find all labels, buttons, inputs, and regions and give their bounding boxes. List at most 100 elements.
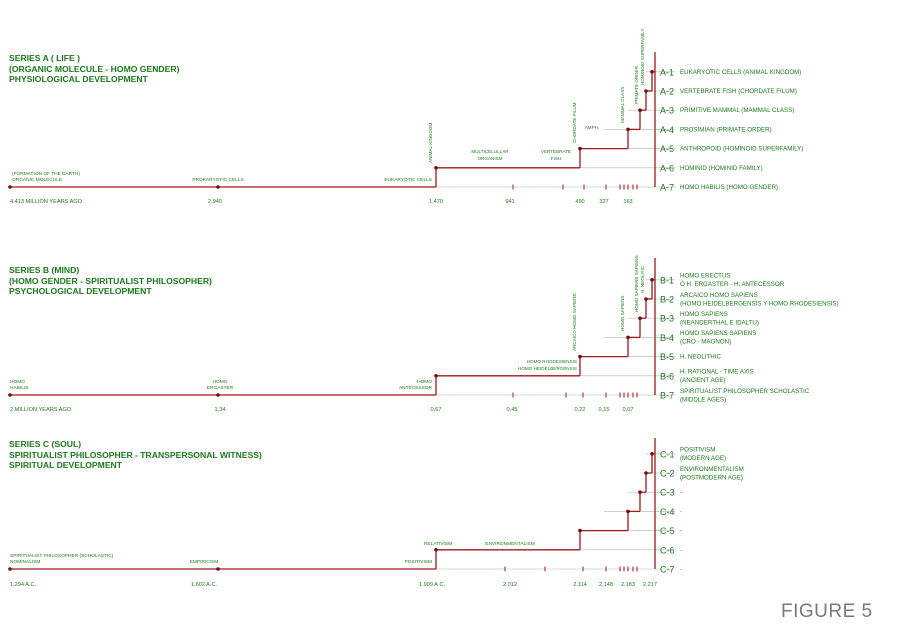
series-c-stage-code: C-7 xyxy=(660,565,675,575)
series-a-subtitle: (ORGANIC MOLECULE - HOMO GENDER) xyxy=(9,63,180,74)
series-b-stage-desc: HOMO SAPIENS SAPIENS xyxy=(680,330,756,337)
series-b-stage-desc: ARCAICO HOMO SAPIENS xyxy=(680,292,758,299)
series-b-annotation: ERGASTER xyxy=(207,385,234,391)
series-b-stage-code: B-1 xyxy=(660,275,674,285)
series-b-step-dot xyxy=(650,278,654,282)
series-a-annotation: MAMMAL CLASS xyxy=(620,87,625,123)
series-c-stage-desc: - xyxy=(680,566,682,573)
series-a-step-dot xyxy=(626,127,630,132)
series-c-stage-desc: (MODERN AGE) xyxy=(680,455,726,462)
series-b-stage-desc: SPIRITUALIST PHILOSOPHER SCHOLASTIC xyxy=(680,388,810,395)
series-b-annotation: HABILIS xyxy=(10,385,28,391)
series-a-development: PHYSIOLOGICAL DEVELOPMENT xyxy=(9,74,148,85)
series-b-stage-code: B-2 xyxy=(660,295,674,305)
series-c-stage-desc: (POSTMODERN AGE) xyxy=(680,474,743,481)
series-c-axis-label: 1.909 A.C. xyxy=(419,582,446,588)
series-a-stage-desc: HOMO HABILIS (HOMO GENDER) xyxy=(680,184,778,191)
series-b-stage-code: B-6 xyxy=(660,371,674,381)
series-a-axis-label: 163 xyxy=(623,199,632,205)
series-b-axis-label: 0,45 xyxy=(507,407,518,413)
series-b-stage-desc: HOMO SAPIENS xyxy=(680,311,728,318)
series-b-origin-dot xyxy=(8,393,12,397)
series-b-step-dot xyxy=(578,354,582,359)
series-b-step-dot xyxy=(644,297,648,301)
series-c-stage-code: C-3 xyxy=(660,488,675,498)
series-a-annotation: HOMINOID SUPERFAMILY xyxy=(640,28,645,85)
series-a-step-dot xyxy=(578,146,582,151)
series-c-stage-code: C-1 xyxy=(660,449,675,459)
series-a-stage-desc: ANTHROPOID (HOMINOID SUPERFAMILY) xyxy=(680,146,803,153)
series-c-step-dot xyxy=(434,548,438,552)
series-b-annotation: HOMO HEIDELBERGENSIS xyxy=(518,366,577,371)
series-a-axis-label: 4.413 MILLION YEARS AGO xyxy=(10,199,83,205)
series-c-origin-dot xyxy=(8,567,12,571)
series-c-dot xyxy=(216,567,220,571)
series-b-annotation: HOMO SAPIENS xyxy=(620,296,625,331)
series-b-annotation: ANTECESSOR xyxy=(399,385,433,391)
series-b-annotation: ARCAICO HOMO SAPIENS xyxy=(572,293,577,351)
series-a-stage-desc: VERTEBRATE FISH (CHORDATE FILUM) xyxy=(680,88,797,95)
series-c-development: SPIRITUAL DEVELOPMENT xyxy=(9,460,123,471)
figure-label: FIGURE 5 xyxy=(781,601,873,622)
series-b-stage-code: B-3 xyxy=(660,314,674,324)
series-a-origin-dot xyxy=(8,185,12,189)
series-b-axis-label: 0,67 xyxy=(431,407,442,413)
series-c-title: SERIES C (SOUL) xyxy=(9,439,82,449)
series-a-annotation: AMPH. xyxy=(585,125,600,130)
series-c-axis-label: 2.148 xyxy=(599,582,613,588)
series-b-stage-code: B-5 xyxy=(660,352,674,362)
series-c-step-dot xyxy=(650,452,654,456)
series-a-title: SERIES A ( LIFE ) xyxy=(9,53,80,63)
series-b-stage-desc: HOMO ERECTUS xyxy=(680,273,731,280)
series-b-stage-desc: H. RATIONAL - TIME AXIS xyxy=(680,369,754,376)
series-c-annotation: SPIRITUALIST PHILOSOPHER (SCHOLASTIC) xyxy=(10,553,114,559)
series-a-stage-desc: EUKARYOTIC CELLS (ANIMAL KINGDOM) xyxy=(680,69,801,76)
series-b-annotation: HOMO xyxy=(417,379,432,385)
series-a-step-dot xyxy=(434,166,438,170)
series-a-dot xyxy=(216,185,220,189)
series-b-stage-code: B-4 xyxy=(660,333,674,343)
series-c-annotation: NOMINALISM xyxy=(10,559,40,565)
series-a-annotation: FISH xyxy=(551,156,561,161)
series-a-stage-desc: PRIMITIVE MAMMAL (MAMMAL CLASS) xyxy=(680,107,794,114)
series-c-stage-desc: - xyxy=(680,508,682,515)
series-c-axis-label: 1.602 A.C. xyxy=(191,582,218,588)
series-c-annotation: RELATIVISM xyxy=(424,541,452,547)
series-c-stage-desc: - xyxy=(680,547,682,554)
series-c-axis-label: 2.114 xyxy=(573,582,587,588)
series-b-stage-desc: Ó H. ERGASTER - H. ANTECESSOR xyxy=(680,281,785,288)
series-b-subtitle: (HOMO GENDER - SPIRITUALIST PHILOSOPHER) xyxy=(9,275,212,286)
series-b-axis-label: 0,07 xyxy=(623,407,634,413)
series-a-annotation: CHORDATE FILUM xyxy=(572,102,577,143)
series-a-stage-desc: HOMINID (HOMINID FAMILY) xyxy=(680,165,763,172)
series-b-stage-desc: (MIDDLE AGES) xyxy=(680,396,726,403)
series-a-annotation: (FORMATION OF THE EARTH) xyxy=(12,171,80,177)
series-c-axis-label: 2.217 xyxy=(643,582,657,588)
series-b-header: SERIES B (MIND) (HOMO GENDER - SPIRITUAL… xyxy=(9,265,212,297)
series-a-annotation: VERTEBRATE xyxy=(541,149,571,154)
series-a-stage-code: A-6 xyxy=(660,163,674,173)
series-c-annotation: ENVIRONMENTALISM xyxy=(485,541,534,547)
series-c-step-dot xyxy=(578,528,582,533)
series-c-step-dot xyxy=(626,509,630,514)
series-b-stage-desc: (NEANDERTHAL E IDALTU) xyxy=(680,319,759,326)
series-c-stage-code: C-5 xyxy=(660,526,675,536)
series-c-stage-code: C-2 xyxy=(660,469,675,479)
series-c-axis-label: 2.183 xyxy=(621,582,635,588)
series-a-axis-label: 941 xyxy=(505,199,514,205)
series-a-stage-code: A-3 xyxy=(660,106,674,116)
series-c-stage-code: C-4 xyxy=(660,507,675,517)
series-b-annotation: HOMO RHODESIENSIS xyxy=(527,359,577,364)
series-b-dot xyxy=(216,393,220,397)
series-a-annotation: ORGANISM xyxy=(477,156,502,161)
series-b-development: PSYCHOLOGICAL DEVELOPMENT xyxy=(9,286,152,297)
series-c-annotation: POSITIVISM xyxy=(405,559,432,565)
series-a-annotation: ANIMAL KINGDOM xyxy=(428,123,433,163)
series-a-stage-code: A-5 xyxy=(660,144,674,154)
series-c-stage-desc: ENVIRONMENTALISM xyxy=(680,466,744,473)
series-c-axis-label: 1.294 A.C. xyxy=(10,582,37,588)
series-a-stage-code: A-2 xyxy=(660,87,674,97)
series-a-axis-label: 1.470 xyxy=(429,199,443,205)
series-a-axis-label: 490 xyxy=(575,199,584,205)
